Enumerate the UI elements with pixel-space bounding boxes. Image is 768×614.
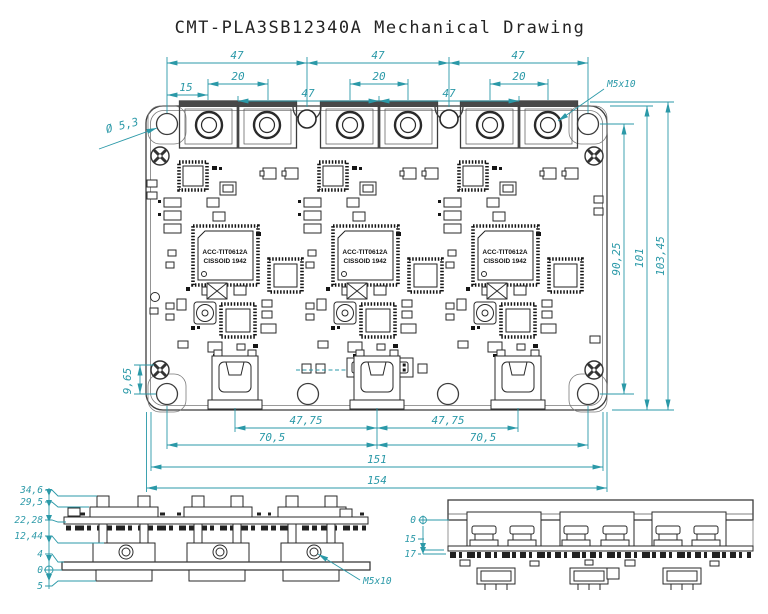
- rear-connectors: [476, 567, 702, 590]
- dim-terminal-thread: M5x10: [606, 79, 636, 90]
- dim-101: 101: [633, 248, 646, 268]
- dim-154: 154: [367, 474, 387, 487]
- mounting-holes: [155, 112, 600, 406]
- dim-47: 47: [442, 87, 456, 100]
- level-22-28: 22,28: [14, 515, 43, 526]
- baseplate: [61, 561, 371, 571]
- screw-icon: [149, 359, 171, 381]
- chip-label: CISSOID 1942: [204, 258, 247, 265]
- chip-label: ACC-TIT0612A: [202, 249, 247, 256]
- level-4: 4: [37, 549, 43, 560]
- page-title: CMT-PLA3SB12340A Mechanical Drawing: [175, 18, 586, 38]
- dim-47: 47: [511, 49, 525, 62]
- signal-connector: [490, 349, 546, 410]
- dim-15: 15: [179, 81, 192, 94]
- dim-hole-dia: Ø 5,3: [105, 115, 140, 136]
- dim-70-5: 70,5: [259, 431, 286, 444]
- level-34-6: 34,6: [19, 485, 43, 496]
- screw-icon: [583, 359, 605, 381]
- dim-103-45: 103,45: [654, 236, 667, 276]
- chip-label: CISSOID 1942: [484, 258, 527, 265]
- front-view: 34,6 29,5 22,28 12,44 4 0 5 M5x10: [14, 485, 391, 592]
- terminal-pair: [459, 99, 579, 150]
- terminal-pair: [319, 99, 439, 150]
- level-12-44: 12,44: [14, 531, 43, 542]
- screw-icon: [149, 145, 171, 167]
- screw-icon: [583, 145, 605, 167]
- dim-70-5: 70,5: [470, 431, 497, 444]
- dim-151: 151: [367, 453, 387, 466]
- signal-connector: [349, 349, 405, 410]
- level-0: 0: [410, 515, 416, 526]
- dim-47-75: 47,75: [431, 414, 464, 427]
- dim-90-25: 90,25: [610, 242, 623, 275]
- terminal-bodies: [92, 542, 344, 563]
- dim-47: 47: [301, 87, 315, 100]
- pcb-edge: [63, 516, 369, 525]
- chip-label: CISSOID 1942: [344, 258, 387, 265]
- dim-20: 20: [512, 70, 526, 83]
- dim-47: 47: [230, 49, 244, 62]
- chip-label: ACC-TIT0612A: [482, 249, 527, 256]
- level-15: 15: [405, 534, 417, 545]
- dim-9-65: 9,65: [121, 368, 134, 395]
- chip-labels: ACC-TIT0612A CISSOID 1942 ACC-TIT0612A C…: [202, 249, 527, 265]
- level-29-5: 29,5: [20, 497, 43, 508]
- front-view-dimensions: 34,6 29,5 22,28 12,44 4 0 5 M5x10: [14, 485, 391, 592]
- pcb-edge: [447, 545, 754, 552]
- rear-view: 0 15 17: [405, 499, 754, 590]
- terminal-pair: [178, 99, 298, 150]
- dim-screw-thread: M5x10: [362, 576, 392, 587]
- dim-47-75: 47,75: [289, 414, 322, 427]
- rear-view-dimensions: 0 15 17: [405, 515, 449, 560]
- terminal-posts: [96, 495, 338, 508]
- top-view: ACC-TIT0612A CISSOID 1942 ACC-TIT0612A C…: [98, 49, 674, 492]
- dim-20: 20: [372, 70, 386, 83]
- level-5: 5: [37, 581, 43, 592]
- signal-connector: [207, 349, 263, 410]
- dim-20: 20: [231, 70, 245, 83]
- chip-label: ACC-TIT0612A: [342, 249, 387, 256]
- level-0: 0: [37, 565, 43, 576]
- dim-47: 47: [371, 49, 385, 62]
- level-17: 17: [405, 549, 417, 560]
